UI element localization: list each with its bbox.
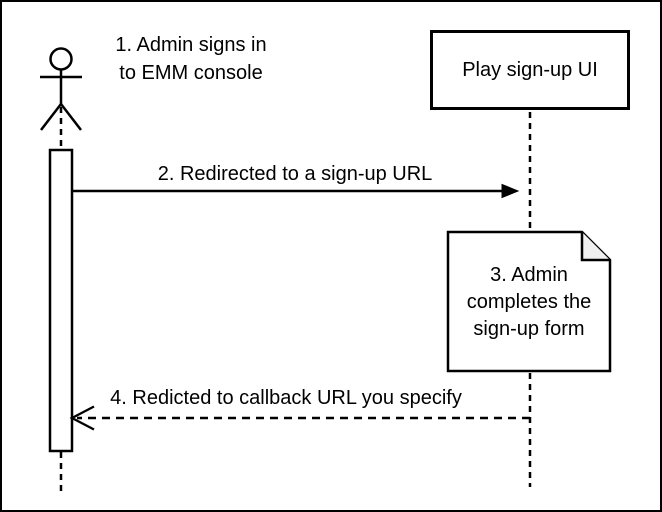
step1-label: 1. Admin signs in to EMM console	[115, 34, 267, 84]
message-2-label: 2. Redirected to a sign-up URL	[157, 163, 433, 185]
actor-left-leg	[40, 103, 62, 131]
actor-right-leg	[60, 103, 82, 131]
message-2-arrowhead-icon	[501, 183, 520, 199]
message-4-arrow	[69, 405, 530, 431]
message-2-arrow	[73, 183, 520, 199]
note-shape	[446, 230, 612, 373]
message-4-label: 4. Redicted to callback URL you specify	[110, 387, 462, 409]
note-fold-fill	[582, 232, 610, 260]
participant-play-signup-ui: Play sign-up UI	[430, 30, 630, 110]
note-label: 3. Admin completes the sign-up form	[466, 264, 592, 340]
activation-bar	[48, 148, 74, 453]
participant-label: Play sign-up UI	[462, 58, 598, 81]
note-fold-icon	[580, 232, 610, 262]
note-body	[446, 230, 612, 373]
message-4-open-arrowhead-icon	[69, 405, 95, 431]
actor-icon	[40, 47, 82, 131]
